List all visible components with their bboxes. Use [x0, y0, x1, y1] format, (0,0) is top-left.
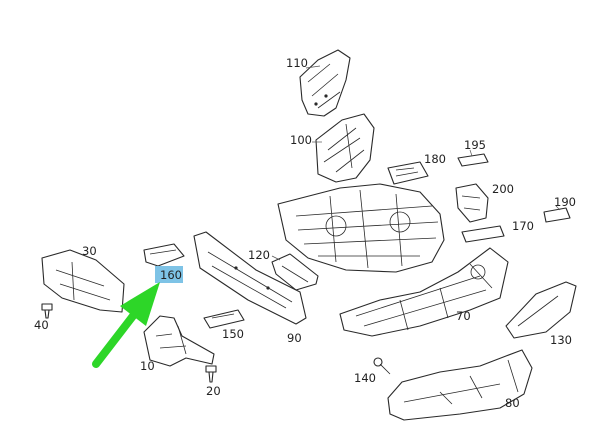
label-180: 180 [424, 152, 446, 166]
pointer-arrow [92, 282, 160, 368]
label-190: 190 [554, 195, 576, 209]
part-170 [461, 225, 505, 243]
label-20: 20 [206, 384, 221, 398]
label-170: 170 [512, 219, 534, 233]
part-150 [203, 309, 245, 329]
part-70 [339, 247, 509, 337]
part-30 [41, 249, 125, 313]
part-80 [387, 349, 533, 421]
label-90: 90 [287, 331, 302, 345]
part-40 [41, 303, 53, 319]
label-80: 80 [505, 396, 520, 410]
label-140: 140 [354, 371, 376, 385]
label-30: 30 [82, 244, 97, 258]
part-180 [387, 161, 429, 185]
part-10 [143, 315, 215, 367]
label-130: 130 [550, 333, 572, 347]
part-130 [505, 281, 577, 339]
part-20 [205, 365, 217, 383]
label-195: 195 [464, 138, 486, 152]
part-160 [143, 243, 185, 267]
part-190 [543, 205, 571, 223]
part-200 [455, 183, 489, 223]
part-110 [299, 49, 351, 117]
highlight-box [155, 266, 183, 283]
part-90 [193, 231, 307, 325]
label-40: 40 [34, 318, 49, 332]
label-150: 150 [222, 327, 244, 341]
label-70: 70 [456, 309, 471, 323]
label-110: 110 [286, 56, 308, 70]
label-120: 120 [248, 248, 270, 262]
label-100: 100 [290, 133, 312, 147]
label-160: 160 [160, 268, 182, 282]
label-200: 200 [492, 182, 514, 196]
label-10: 10 [140, 359, 155, 373]
part-120 [271, 253, 319, 291]
part-195 [457, 149, 489, 167]
seat-frame [277, 183, 445, 273]
part-140 [373, 357, 391, 375]
part-100 [312, 113, 375, 183]
